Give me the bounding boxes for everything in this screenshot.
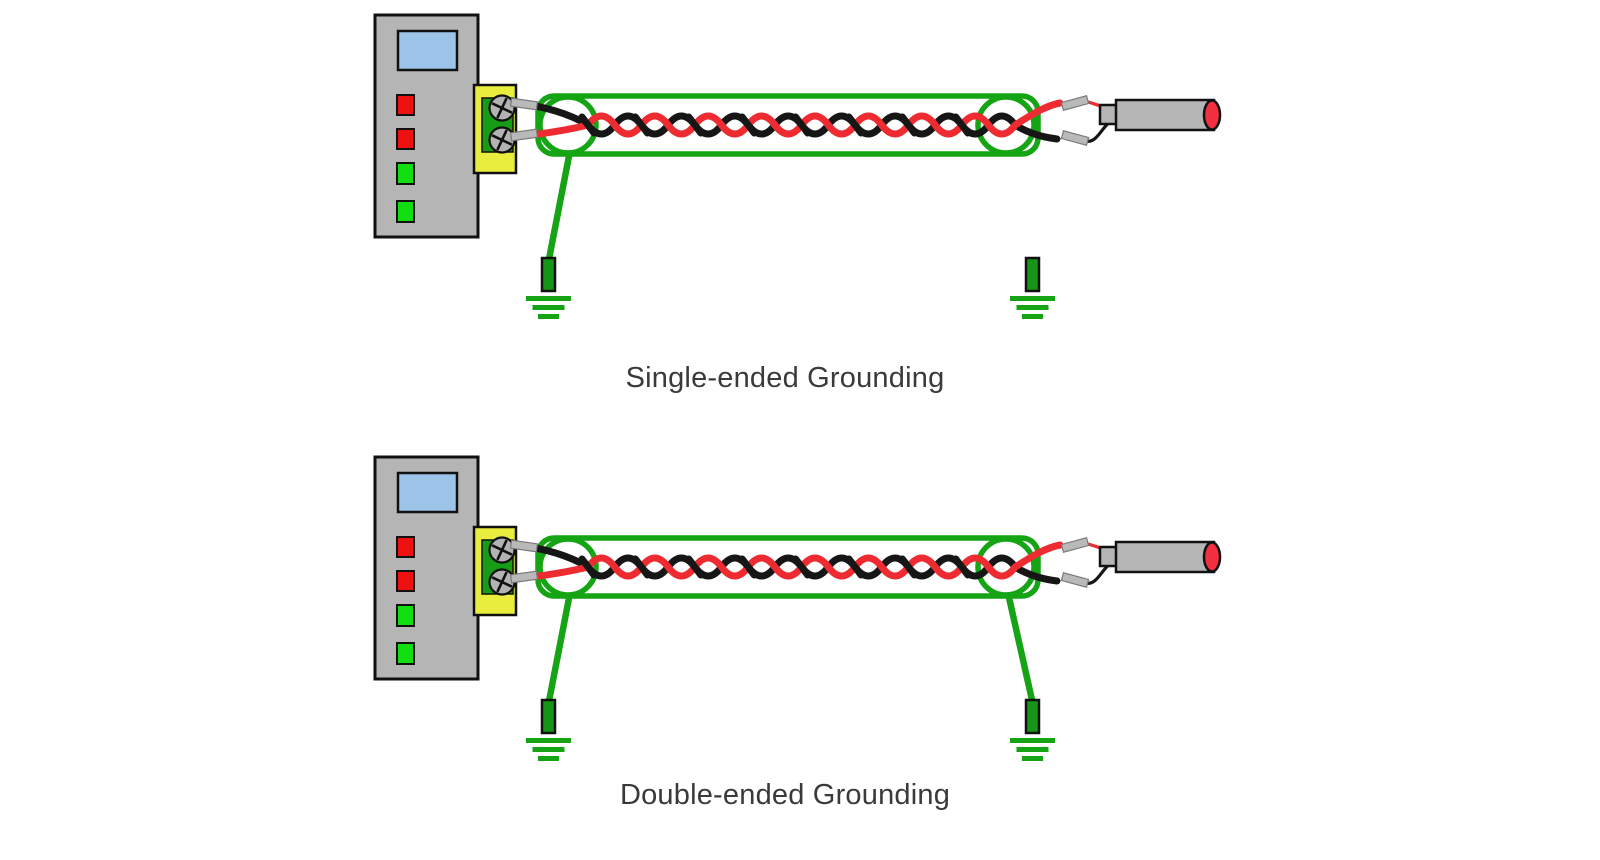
caption-single-ended: Single-ended Grounding xyxy=(625,362,945,394)
caption-double-ended: Double-ended Grounding xyxy=(619,779,951,811)
diagram-single-ended xyxy=(375,15,1220,319)
double-ended-rig xyxy=(375,457,1220,761)
diagram-double-ended xyxy=(375,457,1220,761)
single-ended-rig xyxy=(375,15,1220,319)
shield-ground-wire-right xyxy=(1004,592,1036,701)
